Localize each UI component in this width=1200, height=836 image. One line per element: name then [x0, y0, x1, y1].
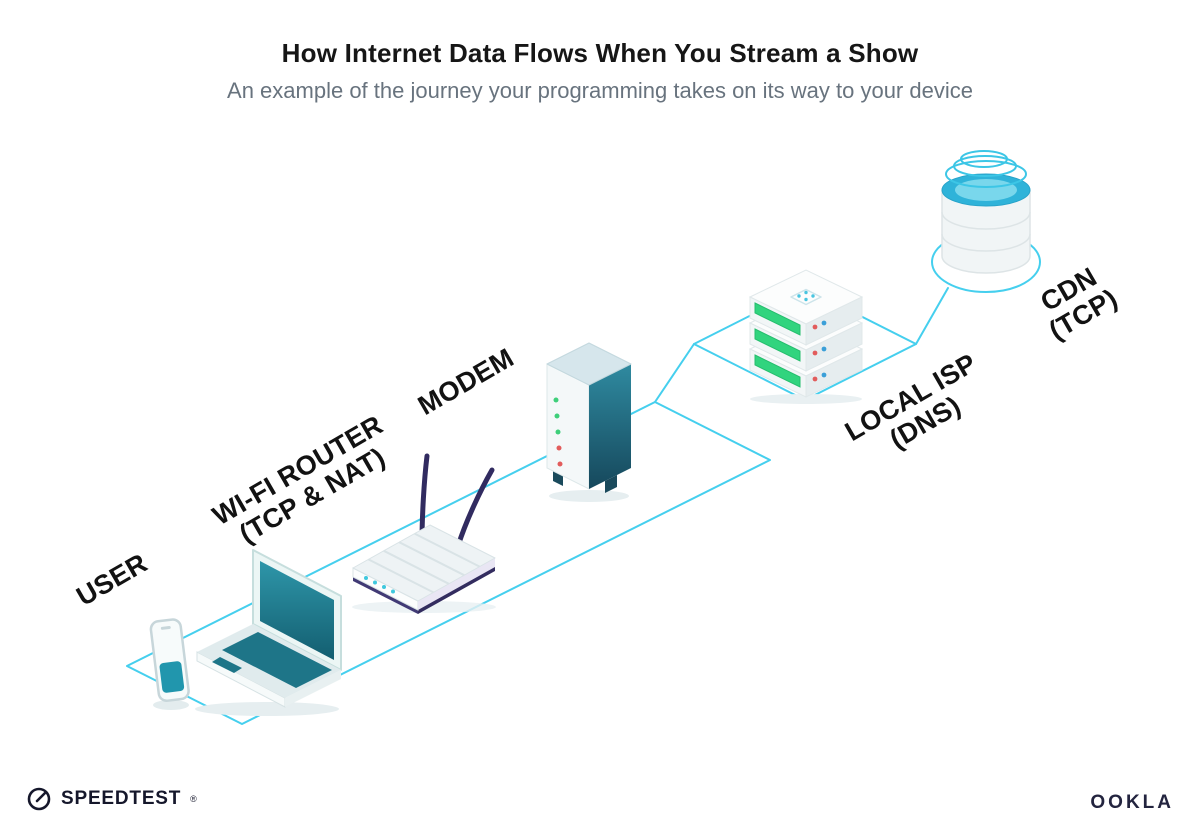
led-red: [556, 445, 562, 451]
modem-icon: [546, 342, 632, 493]
cdn-database-illustration: [941, 150, 1031, 274]
led-green: [555, 429, 561, 435]
page-subtitle: An example of the journey your programmi…: [227, 78, 973, 103]
led-red: [557, 461, 563, 467]
coil-ring: [960, 150, 1008, 168]
led-green: [554, 413, 560, 419]
connector-modem-isp: [654, 343, 695, 403]
laptop-icon: [196, 549, 342, 708]
server-stack-icon: [748, 269, 864, 398]
speedtest-wordmark: SPEEDTEST: [61, 788, 182, 809]
speedtest-gauge-icon: [27, 787, 51, 811]
coil-ring: [953, 155, 1017, 177]
router-icon: [352, 453, 496, 614]
led-green: [553, 397, 559, 403]
page-title: How Internet Data Flows When You Stream …: [281, 38, 919, 68]
connector-isp-cdn: [915, 287, 949, 345]
wifi-router-illustration: [352, 453, 496, 614]
isp-server-stack-illustration: [748, 269, 864, 404]
antenna-right: [455, 467, 495, 549]
user-laptop-illustration: [195, 549, 342, 716]
trademark-symbol: ®: [190, 794, 197, 804]
ookla-wordmark: OOKLA: [1090, 792, 1174, 813]
header: How Internet Data Flows When You Stream …: [0, 38, 1200, 104]
phone-icon: [149, 618, 190, 703]
coil-ring: [945, 160, 1027, 188]
speedtest-logo: SPEEDTEST ®: [26, 786, 197, 812]
database-icon: [941, 150, 1031, 274]
modem-illustration: [546, 342, 632, 502]
user-phone-illustration: [149, 618, 190, 710]
